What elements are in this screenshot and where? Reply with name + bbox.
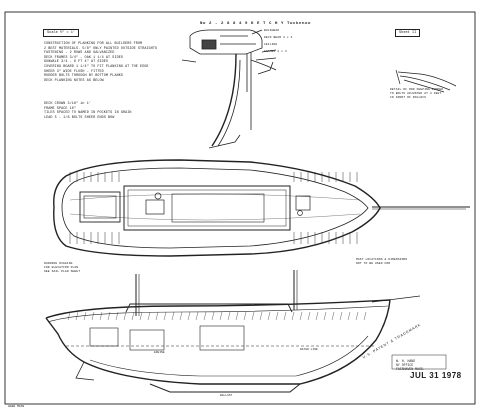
date-stamp: JUL 31 1978 (410, 371, 462, 380)
profile-frame-tick (243, 311, 247, 321)
profile-frame-tick (275, 311, 279, 321)
corner-note: HAER MASS (8, 405, 25, 408)
profile-frame-tick (163, 311, 167, 321)
note-line: SHEER 3" WIDE FLUSH - FITTED (44, 69, 104, 74)
detail-label: DECK BEAM 4 x 4 (264, 36, 293, 39)
profile-frame-tick (299, 311, 303, 321)
profile-frame-tick (323, 311, 327, 321)
profile-frame-tick (147, 311, 151, 321)
deck-notes: DECK CROWN 3/16" in 1' FRAME SPACE 10" T… (44, 102, 132, 120)
profile-frame-tick (251, 311, 255, 321)
note-line: DECK PLANKING NOTES AS BELOW (44, 78, 104, 83)
note-line: RUNNING RIGGING (44, 262, 73, 265)
profile-elevation (45, 270, 421, 393)
construction-notes: CONSTRUCTION OF PLANKING FOR ALL BUILDER… (44, 42, 157, 83)
profile-frame-tick (291, 311, 295, 321)
scale-box: Scale ½" = 1' (43, 29, 80, 37)
profile-frame-tick (171, 311, 175, 321)
profile-frame-tick (283, 311, 287, 321)
note-line: IN FRONT OF ROLLOCK (390, 96, 427, 99)
profile-frame-tick (355, 311, 359, 321)
profile-frame-tick (187, 311, 191, 321)
profile-frame-tick (67, 311, 71, 321)
profile-frame-tick (347, 311, 351, 321)
note-line: DETAIL OF ROD KEEPING RUDDER (390, 88, 444, 91)
signature-box (391, 354, 447, 370)
rudder-detail (395, 69, 457, 93)
profile-frame-tick (123, 311, 127, 321)
section-detail-labels: BULKHEAD DECK BEAM 4 x 4 CEILING FRAMES … (264, 27, 293, 55)
sheet-number-box: Sheet II (395, 29, 421, 37)
profile-frame-tick (107, 311, 111, 321)
cabin-section-detail (181, 29, 277, 149)
note-line: FOR ELEVATION PLAN (44, 266, 79, 269)
detail-label: FRAMES 2 x 3 (264, 50, 287, 53)
note-line: NOT TO BE USED FOR (356, 262, 391, 265)
profile-frame-tick (203, 311, 207, 321)
engine-label: ENGINE (154, 351, 165, 354)
profile-frame-tick (83, 311, 87, 321)
profile-frame-tick (195, 311, 199, 321)
profile-frame-tick (179, 311, 183, 321)
waterline-label: WATER LINE (300, 348, 318, 351)
profile-frame-tick (91, 311, 95, 321)
note-line: TILES SPACED TO NAMED IN POCKETS IN GRAI… (44, 111, 132, 116)
profile-frame-tick (155, 311, 159, 321)
profile-frame-tick (115, 311, 119, 321)
note-line: COVERING BOARD 1 1/4" TO FIT PLANKING AT… (44, 64, 149, 69)
note-line: RUDDER BOLTS THROUGH BY BOTTOM PLANKS (44, 74, 123, 79)
note-line: 2 BEST MATERIALS. 5/8" ONLY PAINTED OUTS… (44, 46, 158, 51)
note-line: MAST LOCATIONS & DIMENSIONS (356, 258, 408, 261)
deck-beam-ticks (69, 172, 358, 244)
profile-frame-tick (139, 311, 143, 321)
note-line: CONSTRUCTION OF PLANKING FOR ALL BUILDER… (44, 42, 143, 46)
note-line: LEAD 5 - 1/8 BOLTS SHEER ENDS BOW (44, 115, 115, 120)
signature-line: NY OFFICE (396, 363, 414, 368)
designer-signature: W. H. HAND NY OFFICE FAIRHAVEN MASS. (396, 359, 425, 372)
profile-frame-tick (99, 311, 103, 321)
profile-frame-tick (315, 311, 319, 321)
rigging-notes: RUNNING RIGGING FOR ELEVATION PLAN SEE S… (44, 262, 80, 274)
profile-frame-tick (211, 311, 215, 321)
profile-frame-tick (75, 311, 79, 321)
mast-notes: MAST LOCATIONS & DIMENSIONS NOT TO BE US… (356, 258, 407, 266)
note-line: GUNWALE 3/4 - 6 FT 4" AT SIDES (44, 60, 109, 65)
profile-frame-tick (259, 311, 263, 321)
sheet-border (4, 11, 476, 405)
profile-frame-tick (131, 311, 135, 321)
profile-frame-tick (331, 311, 335, 321)
profile-frame-tick (363, 311, 367, 321)
signature-line: FAIRHAVEN MASS. (396, 367, 425, 372)
note-line: DECK FRAMES 3/4" - OAK 1 1/4 AT SIDES (44, 55, 123, 60)
rudder-notes: DETAIL OF ROD KEEPING RUDDER TO BOLTS AD… (390, 88, 443, 100)
profile-frame-tick (227, 311, 231, 321)
profile-frame-tick (339, 311, 343, 321)
note-line: FRAME SPACE 10" (44, 106, 77, 111)
drawing-title: No 2 - 2 8 8 4 9 K E T C H Y Tuckenoo (200, 22, 312, 26)
profile-frame-lines (67, 311, 367, 321)
detail-label: CEILING (264, 43, 278, 46)
detail-label: BULKHEAD (264, 29, 280, 32)
signature-line: W. H. HAND (396, 359, 416, 363)
note-line: SEE SAIL PLAN SHEET (44, 270, 81, 273)
profile-frame-tick (219, 311, 223, 321)
note-line: FASTENING - 2 ROWS AND GALVANIZED (44, 51, 115, 56)
profile-frame-tick (307, 311, 311, 321)
note-line: TO BOLTS ADJUSTED AT 4 FEET (390, 92, 442, 95)
ballast-label: BALLAST (220, 394, 233, 397)
deck-plan (53, 159, 470, 257)
profile-frame-tick (267, 311, 271, 321)
note-line: DECK CROWN 3/16" in 1' (44, 102, 91, 106)
profile-frame-tick (235, 311, 239, 321)
